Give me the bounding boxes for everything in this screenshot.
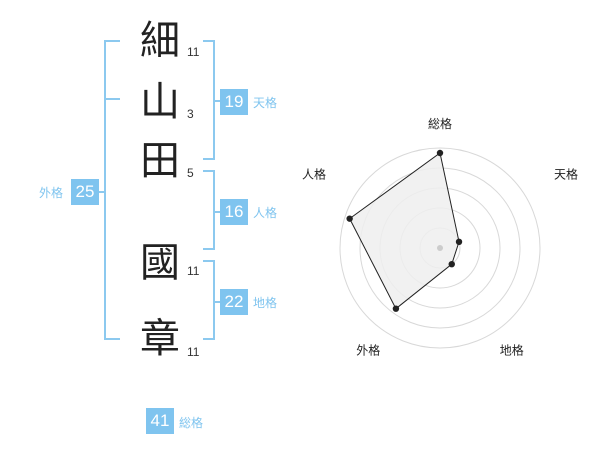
name-char-2: 山 [140,79,180,125]
radar-axis-label-5: 人格 [302,166,326,181]
gaikaku-bracket-tick [104,98,120,100]
radar-axis-label-3: 地格 [500,343,524,358]
name-char-4: 國 [140,240,180,286]
stroke-count-2: 3 [187,107,194,121]
name-char-5: 章 [140,316,180,362]
soukaku-label: 総格 [179,416,204,430]
chikaku-bracket [203,260,215,340]
gaikaku-label: 外格 [39,186,64,200]
radar-point-2 [455,238,463,246]
jinkaku-connector [214,211,221,213]
jinkaku-label: 人格 [253,206,278,220]
tenkaku-connector [214,100,221,102]
tenkaku-label: 天格 [253,96,278,110]
gaikaku-bracket [104,40,120,340]
stroke-count-1: 11 [187,45,200,59]
tenkaku-value-badge: 19 [220,89,248,115]
chikaku-value-badge: 22 [220,289,248,315]
chikaku-connector [214,301,221,303]
radar-axis-label-1: 総格 [428,116,452,131]
radar-point-1 [436,149,444,157]
jinkaku-bracket [203,170,215,250]
stroke-count-5: 11 [187,345,200,359]
soukaku-value-badge: 41 [146,408,174,434]
gaikaku-connector [97,191,105,193]
name-char-3: 田 [140,138,180,184]
radar-point-3 [448,260,455,268]
jinkaku-value-badge: 16 [220,199,248,225]
gaikaku-value-badge: 25 [71,179,99,205]
radar-area [349,152,460,310]
radar-axis-label-2: 天格 [554,166,578,181]
chikaku-label: 地格 [253,296,278,310]
name-char-1: 細 [140,18,180,64]
stroke-count-4: 11 [187,264,200,278]
radar-axis-label-4: 外格 [356,343,380,358]
stroke-count-3: 5 [187,166,194,180]
radar-point-4 [392,305,400,312]
radar-center-dot [437,245,443,251]
radar-point-5 [346,215,353,222]
